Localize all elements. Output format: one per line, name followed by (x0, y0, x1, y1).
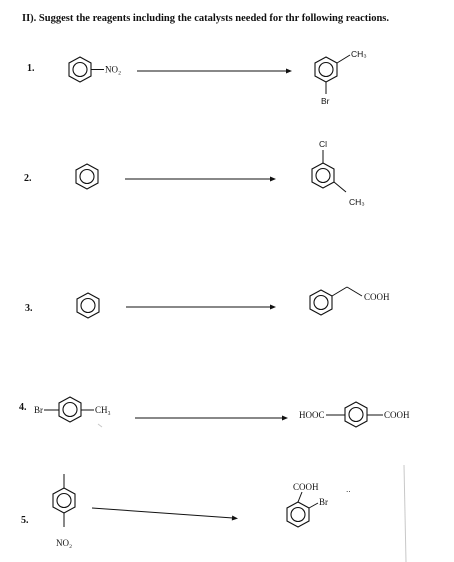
reaction-1: NO₂ CH₃ Br (68, 49, 367, 106)
reaction-3-carboxyl-label: COOH (364, 292, 390, 302)
reaction-4-number: 4. (19, 402, 27, 413)
reaction-5-reactant: NO₂ (52, 474, 76, 548)
reaction-3-number: 3. (25, 303, 33, 314)
reaction-4: Br CH₃ HOOC COOH (34, 396, 410, 428)
reaction-1-product: CH₃ Br (314, 49, 367, 106)
stray-marks: .. (346, 484, 351, 494)
reaction-1-reactant: NO₂ (68, 56, 121, 83)
reaction-2-number: 2. (24, 173, 32, 184)
reaction-1-number: 1. (27, 63, 35, 74)
reaction-4-bromo-label: Br (34, 405, 43, 415)
reaction-1-bromo-label: Br (321, 96, 330, 106)
reaction-2-methyl-label: CH₃ (349, 197, 365, 207)
reaction-2: Cl CH₃ (75, 139, 365, 207)
reaction-2-chloro-label: Cl (319, 139, 327, 149)
reaction-5-nitro-label: NO₂ (56, 538, 72, 548)
reaction-1-nitro-label: NO₂ (105, 65, 121, 75)
reaction-4-reactant: Br CH₃ (34, 396, 111, 423)
reaction-4-cooh-label: COOH (384, 410, 410, 420)
reaction-4-hooc-label: HOOC (299, 410, 325, 420)
question-heading: II). Suggest the reagents including the … (22, 13, 390, 24)
reaction-4-product: HOOC COOH (299, 401, 410, 428)
reaction-5-product: COOH Br (286, 482, 328, 528)
reaction-4-methyl-label: CH₃ (95, 405, 111, 415)
reaction-1-methyl-label: CH₃ (351, 49, 367, 59)
reaction-5-number: 5. (21, 515, 29, 526)
reaction-2-reactant (75, 163, 99, 190)
reaction-3-product: COOH (309, 286, 390, 316)
reaction-3-reactant (76, 292, 100, 319)
reaction-5-arrow (91, 507, 234, 519)
scan-edge-line (403, 464, 407, 562)
reaction-3: COOH (76, 286, 390, 319)
reaction-5-bromo-label: Br (319, 497, 328, 507)
reaction-5-cooh-label: COOH (293, 482, 319, 492)
reaction-2-product: Cl CH₃ (311, 139, 365, 207)
reaction-5: NO₂ COOH Br .. (52, 474, 351, 548)
